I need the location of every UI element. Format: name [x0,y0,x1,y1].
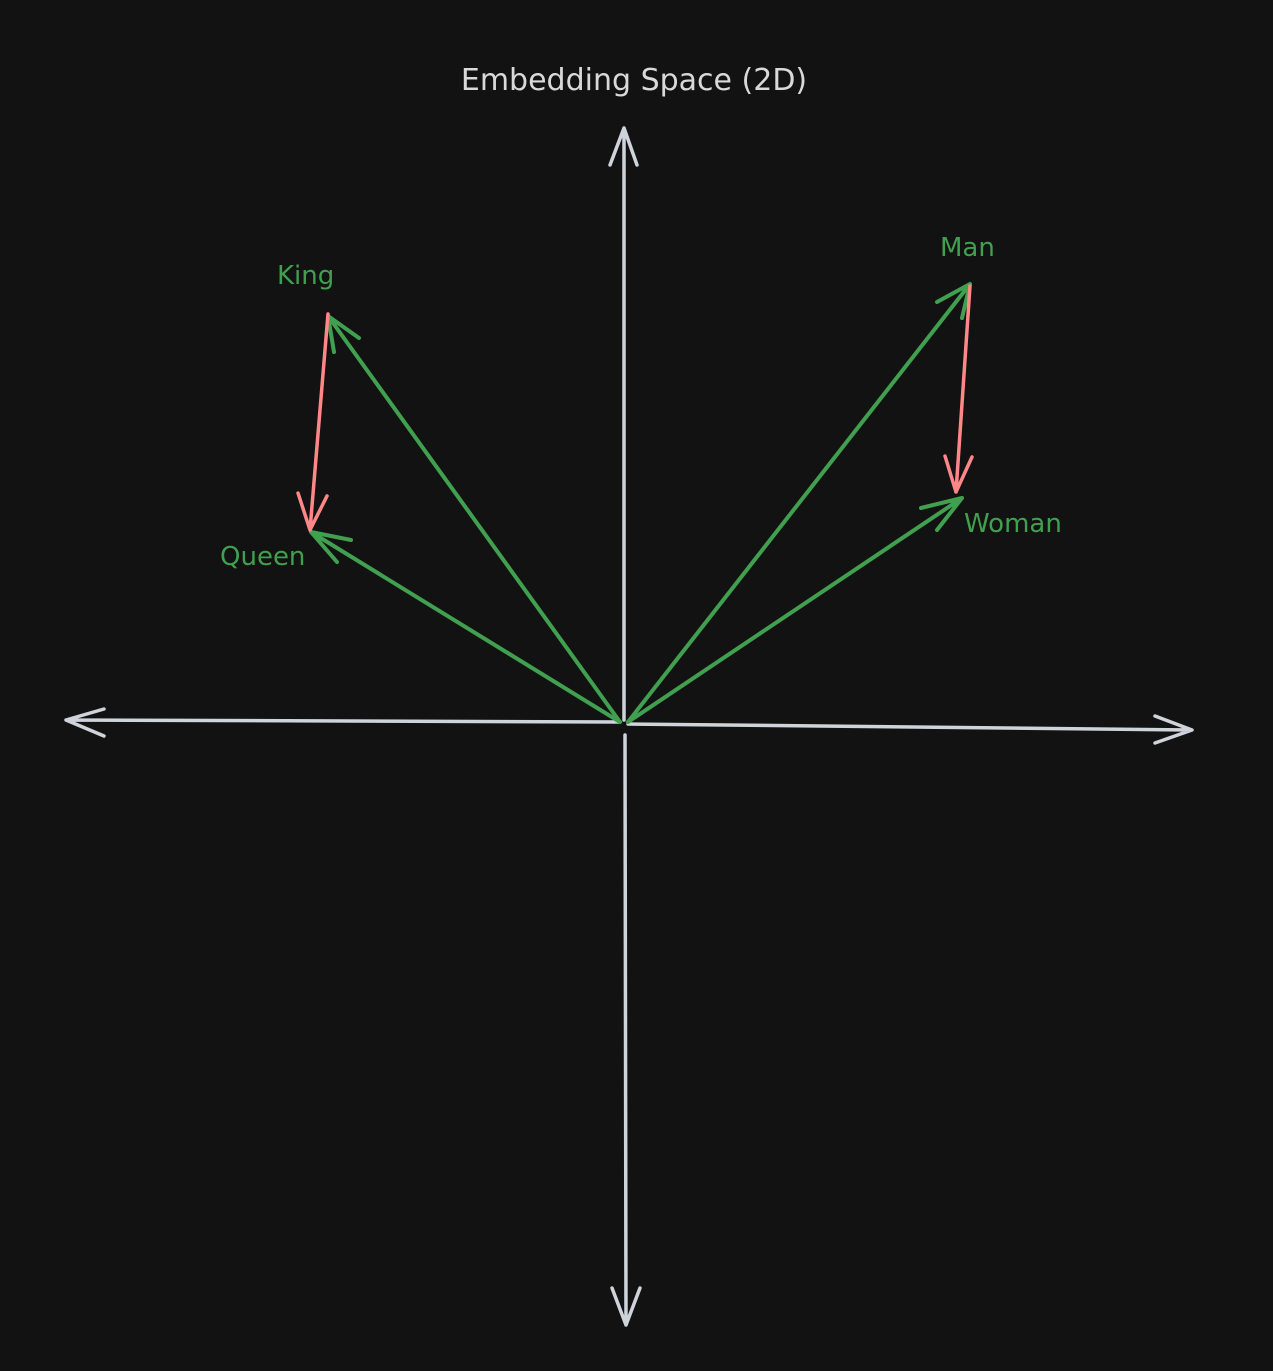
x-axis-left [64,707,622,738]
x-axis-right [626,714,1194,745]
label-king: King [277,261,334,291]
difference-vectors [296,284,974,532]
y-axis-down [610,733,642,1327]
label-queen: Queen [220,542,305,572]
label-woman: Woman [964,509,1062,539]
axes [64,126,1194,1327]
difference-vector-king-queen [296,312,330,532]
vector-man [626,282,972,724]
word-labels: King Queen Man Woman [220,233,1062,572]
y-axis-up [608,126,639,722]
vector-queen [309,530,622,724]
vector-woman [626,496,964,724]
diagram-title: Embedding Space (2D) [461,63,807,98]
label-man: Man [940,233,995,263]
difference-vector-man-woman [943,284,974,494]
vector-king [326,314,622,724]
word-vectors [309,282,972,724]
